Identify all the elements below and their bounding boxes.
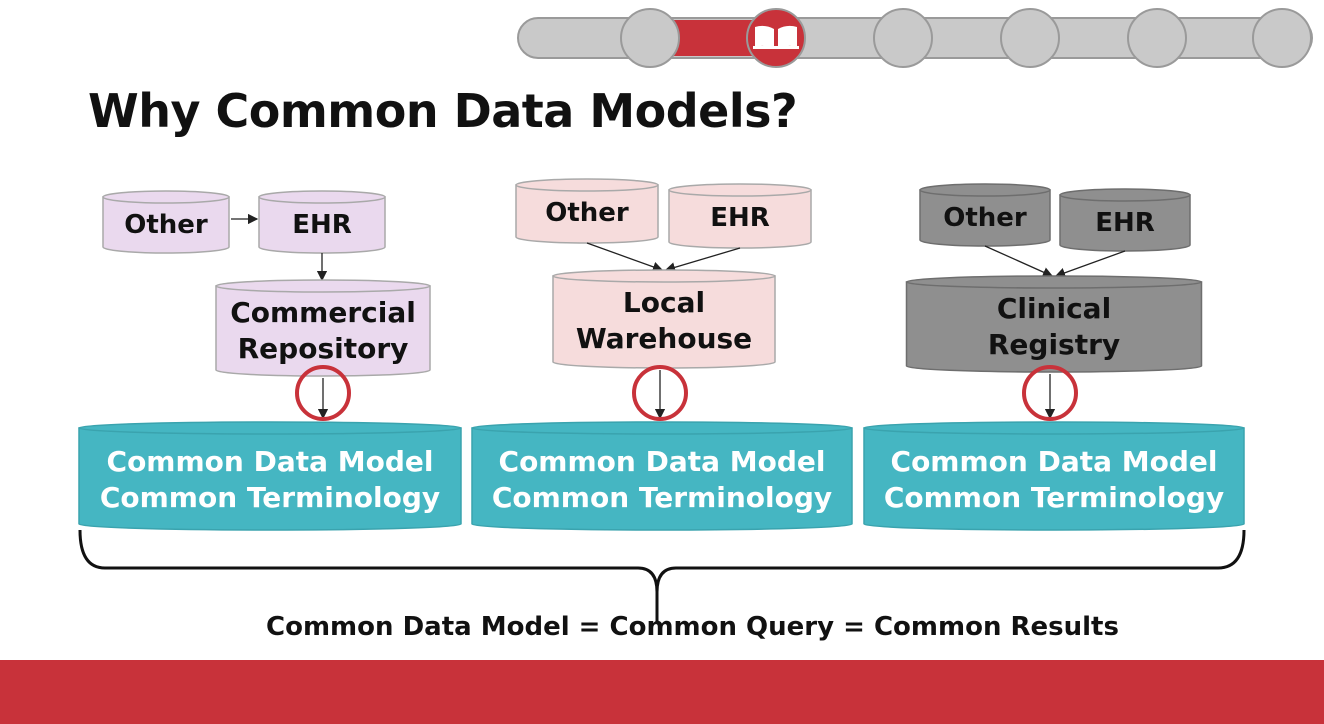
column-1-cdm-label-2: Common Terminology: [100, 481, 440, 514]
column-1-repository-label-2: Repository: [238, 332, 409, 365]
column-1-repository-cylinder: [215, 285, 431, 377]
slide-title: Why Common Data Models?: [88, 84, 798, 138]
column-1-repository-cylinder-top: [215, 279, 431, 293]
column-1-highlight-circle: [295, 365, 351, 421]
column-2-source-2-arrow: [664, 247, 741, 273]
column-3-repository-cylinder: [905, 281, 1203, 373]
column-2-highlight-circle: [632, 365, 688, 421]
column-2-source-2-cylinder-top: [668, 183, 812, 197]
column-1-source-1-cylinder-top: [102, 190, 230, 204]
column-1-cdm-cylinder-top: [78, 421, 462, 435]
column-1-repository-label-1: Commercial: [230, 296, 416, 329]
progress-bar: [517, 8, 1313, 68]
column-2-source-1-label: Other: [545, 198, 629, 228]
column-2-cdm-label-2: Common Terminology: [492, 481, 832, 514]
column-2-source-2-label: EHR: [710, 203, 770, 233]
progress-step-4[interactable]: [1000, 8, 1060, 68]
column-1-source-1-label: Other: [124, 210, 208, 240]
column-2-source-2-cylinder: [668, 189, 812, 249]
column-3-cdm-cylinder: [863, 427, 1245, 531]
column-1-source-1-cylinder: [102, 196, 230, 254]
footer-bar: [0, 660, 1324, 724]
column-2-cdm-label-1: Common Data Model: [499, 445, 826, 478]
column-2-cdm-cylinder-top: [471, 421, 853, 435]
column-3-source-1-arrow: [984, 245, 1054, 278]
grouping-brace: [78, 529, 1246, 622]
column-3-repository-label-2: Registry: [988, 328, 1120, 361]
column-3-repository-cylinder-top: [905, 275, 1203, 289]
column-1-cdm-cylinder: [78, 427, 462, 531]
progress-step-6[interactable]: [1252, 8, 1312, 68]
progress-step-5[interactable]: [1127, 8, 1187, 68]
column-2-source-1-arrow: [586, 242, 664, 272]
progress-step-current[interactable]: [746, 8, 806, 68]
column-1-cdm-label-1: Common Data Model: [107, 445, 434, 478]
column-3-source-1-cylinder-top: [919, 183, 1051, 197]
column-3-source-2-cylinder: [1059, 194, 1191, 252]
equation-caption: Common Data Model = Common Query = Commo…: [266, 612, 1119, 642]
column-3-source-2-label: EHR: [1095, 208, 1155, 238]
open-book-icon: [753, 25, 799, 49]
column-3-source-2-arrow: [1054, 250, 1126, 278]
column-2-cdm-cylinder: [471, 427, 853, 531]
progress-step-3[interactable]: [873, 8, 933, 68]
column-2-source-1-cylinder-top: [515, 178, 659, 192]
column-3-cdm-label-1: Common Data Model: [891, 445, 1218, 478]
column-2-repository-label-1: Local: [623, 286, 705, 319]
column-3-repository-label-1: Clinical: [997, 292, 1111, 325]
column-1-source-2-cylinder: [258, 196, 386, 254]
column-3-highlight-circle: [1022, 365, 1078, 421]
column-3-source-1-cylinder: [919, 189, 1051, 247]
column-2-repository-cylinder-top: [552, 269, 776, 283]
column-2-source-1-cylinder: [515, 184, 659, 244]
column-3-cdm-cylinder-top: [863, 421, 1245, 435]
column-1-source-2-label: EHR: [292, 210, 352, 240]
progress-step-1[interactable]: [620, 8, 680, 68]
column-3-cdm-label-2: Common Terminology: [884, 481, 1224, 514]
column-3-source-1-label: Other: [943, 203, 1027, 233]
column-3-source-2-cylinder-top: [1059, 188, 1191, 202]
column-2-repository-label-2: Warehouse: [576, 322, 752, 355]
column-1-source-2-cylinder-top: [258, 190, 386, 204]
